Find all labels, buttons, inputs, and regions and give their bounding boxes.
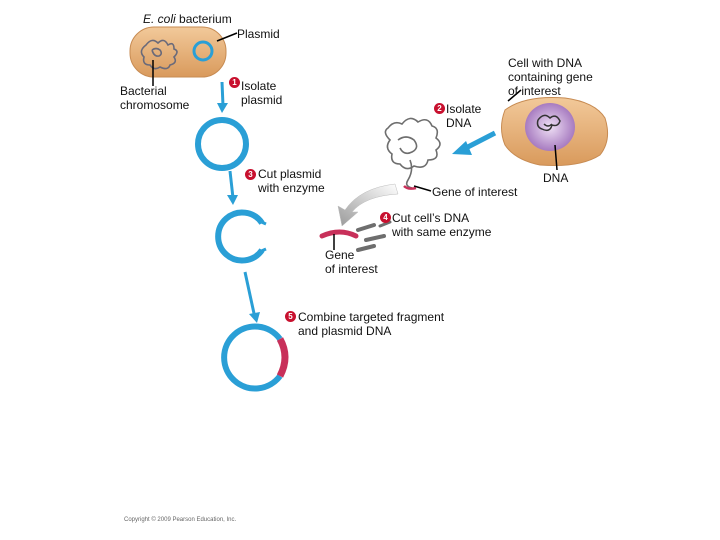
- gene-of-interest-fragment-label: Gene of interest: [325, 248, 378, 276]
- cut-dna-fragments: [319, 220, 392, 252]
- step-2-badge: 2: [434, 103, 445, 114]
- plasmid-label: Plasmid: [237, 27, 280, 41]
- dna-label: DNA: [543, 171, 569, 185]
- eukaryotic-cell: [501, 97, 609, 166]
- step-3-badge: 3: [245, 169, 256, 180]
- step-1-badge: 1: [229, 77, 240, 88]
- ecoli-label: E. coli bacterium: [143, 12, 232, 26]
- cut-plasmid: [215, 209, 267, 264]
- step-1-label: Isolate plasmid: [241, 79, 283, 107]
- step-2-label: Isolate DNA: [446, 102, 482, 130]
- step-4-badge: 4: [380, 212, 391, 223]
- step-4-label: Cut cell’s DNA with same enzyme: [392, 211, 492, 239]
- gene-fragment: [319, 229, 359, 239]
- step-3-label: Cut plasmid with enzyme: [258, 167, 325, 195]
- isolated-plasmid: [195, 117, 249, 171]
- bacterial-chromosome-label: Bacterial chromosome: [120, 84, 190, 112]
- ecoli-bacterium: [129, 26, 227, 78]
- gene-of-interest-label: Gene of interest: [432, 185, 518, 199]
- cell-with-dna-label: Cell with DNA containing gene of interes…: [508, 56, 593, 98]
- nucleus-icon: [525, 103, 575, 151]
- plasmid-icon: [192, 40, 214, 62]
- isolated-dna: [383, 116, 442, 190]
- step-5-label: Combine targeted fragment and plasmid DN…: [298, 310, 445, 338]
- cell-dna-icon: [536, 114, 561, 132]
- gray-curved-arrow: [337, 183, 399, 227]
- process-arrows: [217, 81, 497, 323]
- bacterial-chromosome-icon: [140, 39, 178, 70]
- copyright-notice: Copyright © 2009 Pearson Education, Inc.: [124, 517, 237, 523]
- recombinant-plasmid: [221, 323, 289, 392]
- step-5-badge: 5: [285, 311, 296, 322]
